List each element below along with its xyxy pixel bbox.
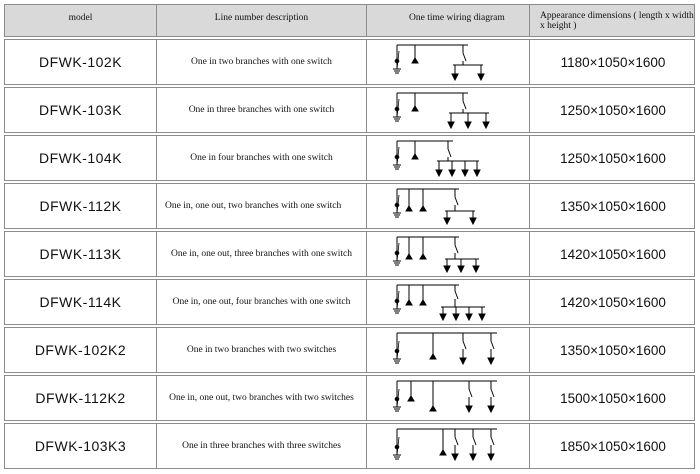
dimensions-cell: 1420×1050×1600 [560, 246, 666, 262]
model-cell: DFWK-113K [5, 232, 157, 276]
description-cell: One in three branches with three switche… [157, 424, 367, 468]
wiring-diagram-cell [367, 280, 530, 324]
description-cell: One in three branches with one switch [157, 88, 367, 132]
wiring-diagram-cell [367, 376, 530, 420]
table-row: DFWK-102K One in two branches with one s… [4, 39, 695, 85]
dimensions-cell: 1250×1050×1600 [560, 102, 666, 118]
dimensions-cell: 1180×1050×1600 [560, 54, 666, 70]
dimensions-cell: 1420×1050×1600 [560, 294, 666, 310]
wiring-diagram-icon [393, 380, 497, 414]
wiring-diagram-icon [393, 284, 486, 322]
table-row: DFWK-103K One in three branches with one… [4, 87, 695, 133]
dimensions-cell: 1350×1050×1600 [560, 342, 666, 358]
description-cell: One in, one out, two branches with two s… [157, 376, 367, 420]
wiring-diagram-cell [367, 88, 530, 132]
table-row: DFWK-102K2 One in two branches with two … [4, 327, 695, 373]
model-cell: DFWK-112K2 [5, 376, 157, 420]
model-cell: DFWK-102K [5, 40, 157, 84]
dimensions-cell: 1350×1050×1600 [560, 198, 666, 214]
wiring-diagram-icon [393, 44, 485, 82]
wiring-diagram-icon [393, 188, 477, 226]
table-header: model Line number description One time w… [4, 4, 695, 37]
wiring-diagram-icon [393, 92, 490, 130]
wiring-diagram-cell [367, 40, 530, 84]
description-cell: One in two branches with one switch [157, 40, 367, 84]
header-diagram: One time wiring diagram [367, 5, 530, 36]
model-cell: DFWK-102K2 [5, 328, 157, 372]
model-cell: DFWK-104K [5, 136, 157, 180]
wiring-diagram-cell [367, 184, 530, 228]
description-cell: One in four branches with one switch [157, 136, 367, 180]
description-cell: One in, one out, four branches with one … [157, 280, 367, 324]
wiring-diagram-cell [367, 328, 530, 372]
model-cell: DFWK-103K3 [5, 424, 157, 468]
wiring-diagram-cell [367, 424, 530, 468]
wiring-diagram-icon [393, 332, 497, 366]
table-row: DFWK-112K2 One in, one out, two branches… [4, 375, 695, 421]
table-row: DFWK-113K One in, one out, three branche… [4, 231, 695, 277]
header-description: Line number description [157, 5, 367, 36]
dimensions-cell: 1500×1050×1600 [560, 390, 666, 406]
description-cell: One in two branches with two switches [157, 328, 367, 372]
model-cell: DFWK-103K [5, 88, 157, 132]
wiring-diagram-icon [393, 236, 480, 274]
table-row: DFWK-112K One in, one out, two branches … [4, 183, 695, 229]
wiring-diagram-icon [393, 140, 481, 178]
dimensions-cell: 1250×1050×1600 [560, 150, 666, 166]
wiring-diagram-icon [393, 428, 497, 462]
dimensions-cell: 1850×1050×1600 [560, 438, 666, 454]
description-cell: One in, one out, two branches with one s… [157, 184, 367, 228]
model-cell: DFWK-112K [5, 184, 157, 228]
header-dimensions: Appearance dimensions ( length x width x… [540, 11, 694, 31]
wiring-diagram-cell [367, 232, 530, 276]
table-row: DFWK-114K One in, one out, four branches… [4, 279, 695, 325]
table-row: DFWK-104K One in four branches with one … [4, 135, 695, 181]
wiring-diagram-cell [367, 136, 530, 180]
header-model: model [5, 5, 157, 36]
table-row: DFWK-103K3 One in three branches with th… [4, 423, 695, 469]
spec-table: model Line number description One time w… [4, 4, 695, 469]
description-cell: One in, one out, three branches with one… [157, 232, 367, 276]
model-cell: DFWK-114K [5, 280, 157, 324]
